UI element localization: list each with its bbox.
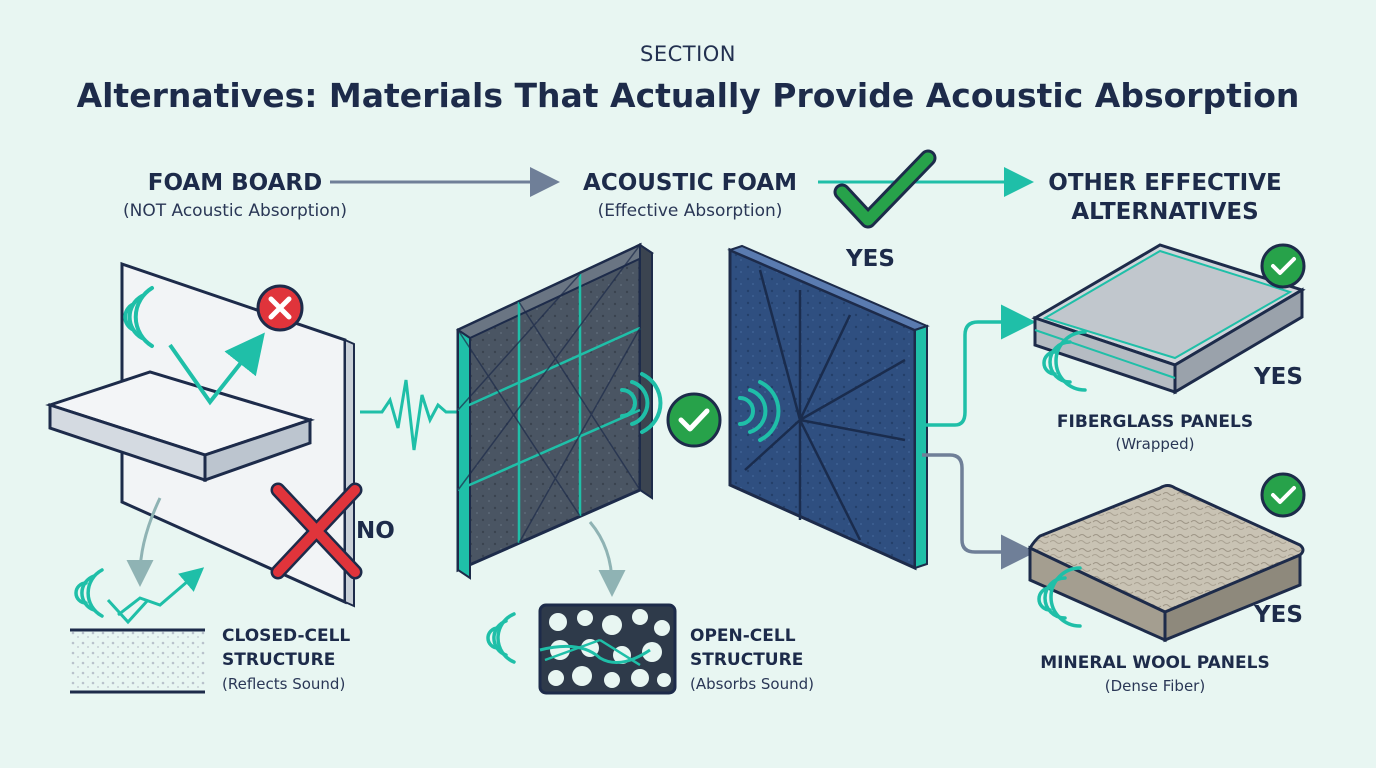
other-alternatives-heading: OTHER EFFECTIVE [1048,170,1282,196]
cross-icon [270,482,363,580]
check-badge-icon [666,392,722,448]
foam-board-illustration [45,261,355,608]
acoustic-foam-subtitle: (Effective Absorption) [597,201,783,221]
fiberglass-label: FIBERGLASS PANELS [1056,412,1254,432]
section-kicker: SECTION [639,42,737,66]
closed-cell-label-1: CLOSED-CELL [222,626,351,646]
fiberglass-check-icon [1260,243,1306,289]
acoustic-foam-heading: ACOUSTIC FOAM [583,170,797,196]
open-cell-note: (Absorbs Sound) [690,675,814,693]
closed-cell-sample [70,567,205,694]
cross-badge-icon [256,284,304,332]
mineral-wool-check-icon [1260,472,1306,518]
foam-board-heading: FOAM BOARD [147,170,323,196]
acoustic-foam-panel [455,242,663,580]
foam-board-verdict: NO [356,518,395,544]
other-alternatives-heading-line2: ALTERNATIVES [1071,199,1259,225]
open-cell-label-1: OPEN-CELL [690,626,796,646]
page-title: Alternatives: Materials That Actually Pr… [76,76,1300,115]
blue-foam-panel [727,244,930,571]
branch-arrow-fiberglass [922,304,1036,427]
mineral-wool-panel [1027,484,1305,643]
closed-cell-label-2: STRUCTURE [222,650,336,670]
branch-arrow-mineral-wool [922,453,1036,570]
open-cell-sample [486,603,677,695]
acoustic-foam-verdict: YES [846,246,895,272]
fiberglass-panel [1031,243,1306,395]
fiberglass-verdict: YES [1254,364,1303,390]
mineral-wool-label: MINERAL WOOL PANELS [1040,653,1270,673]
waveform-icon [360,379,458,451]
foam-board-subtitle: (NOT Acoustic Absorption) [122,201,348,221]
mineral-wool-note: (Dense Fiber) [1104,677,1206,695]
fiberglass-note: (Wrapped) [1115,435,1195,453]
mineral-wool-verdict: YES [1254,602,1303,628]
closed-cell-note: (Reflects Sound) [222,675,346,693]
open-cell-label-2: STRUCTURE [690,650,804,670]
